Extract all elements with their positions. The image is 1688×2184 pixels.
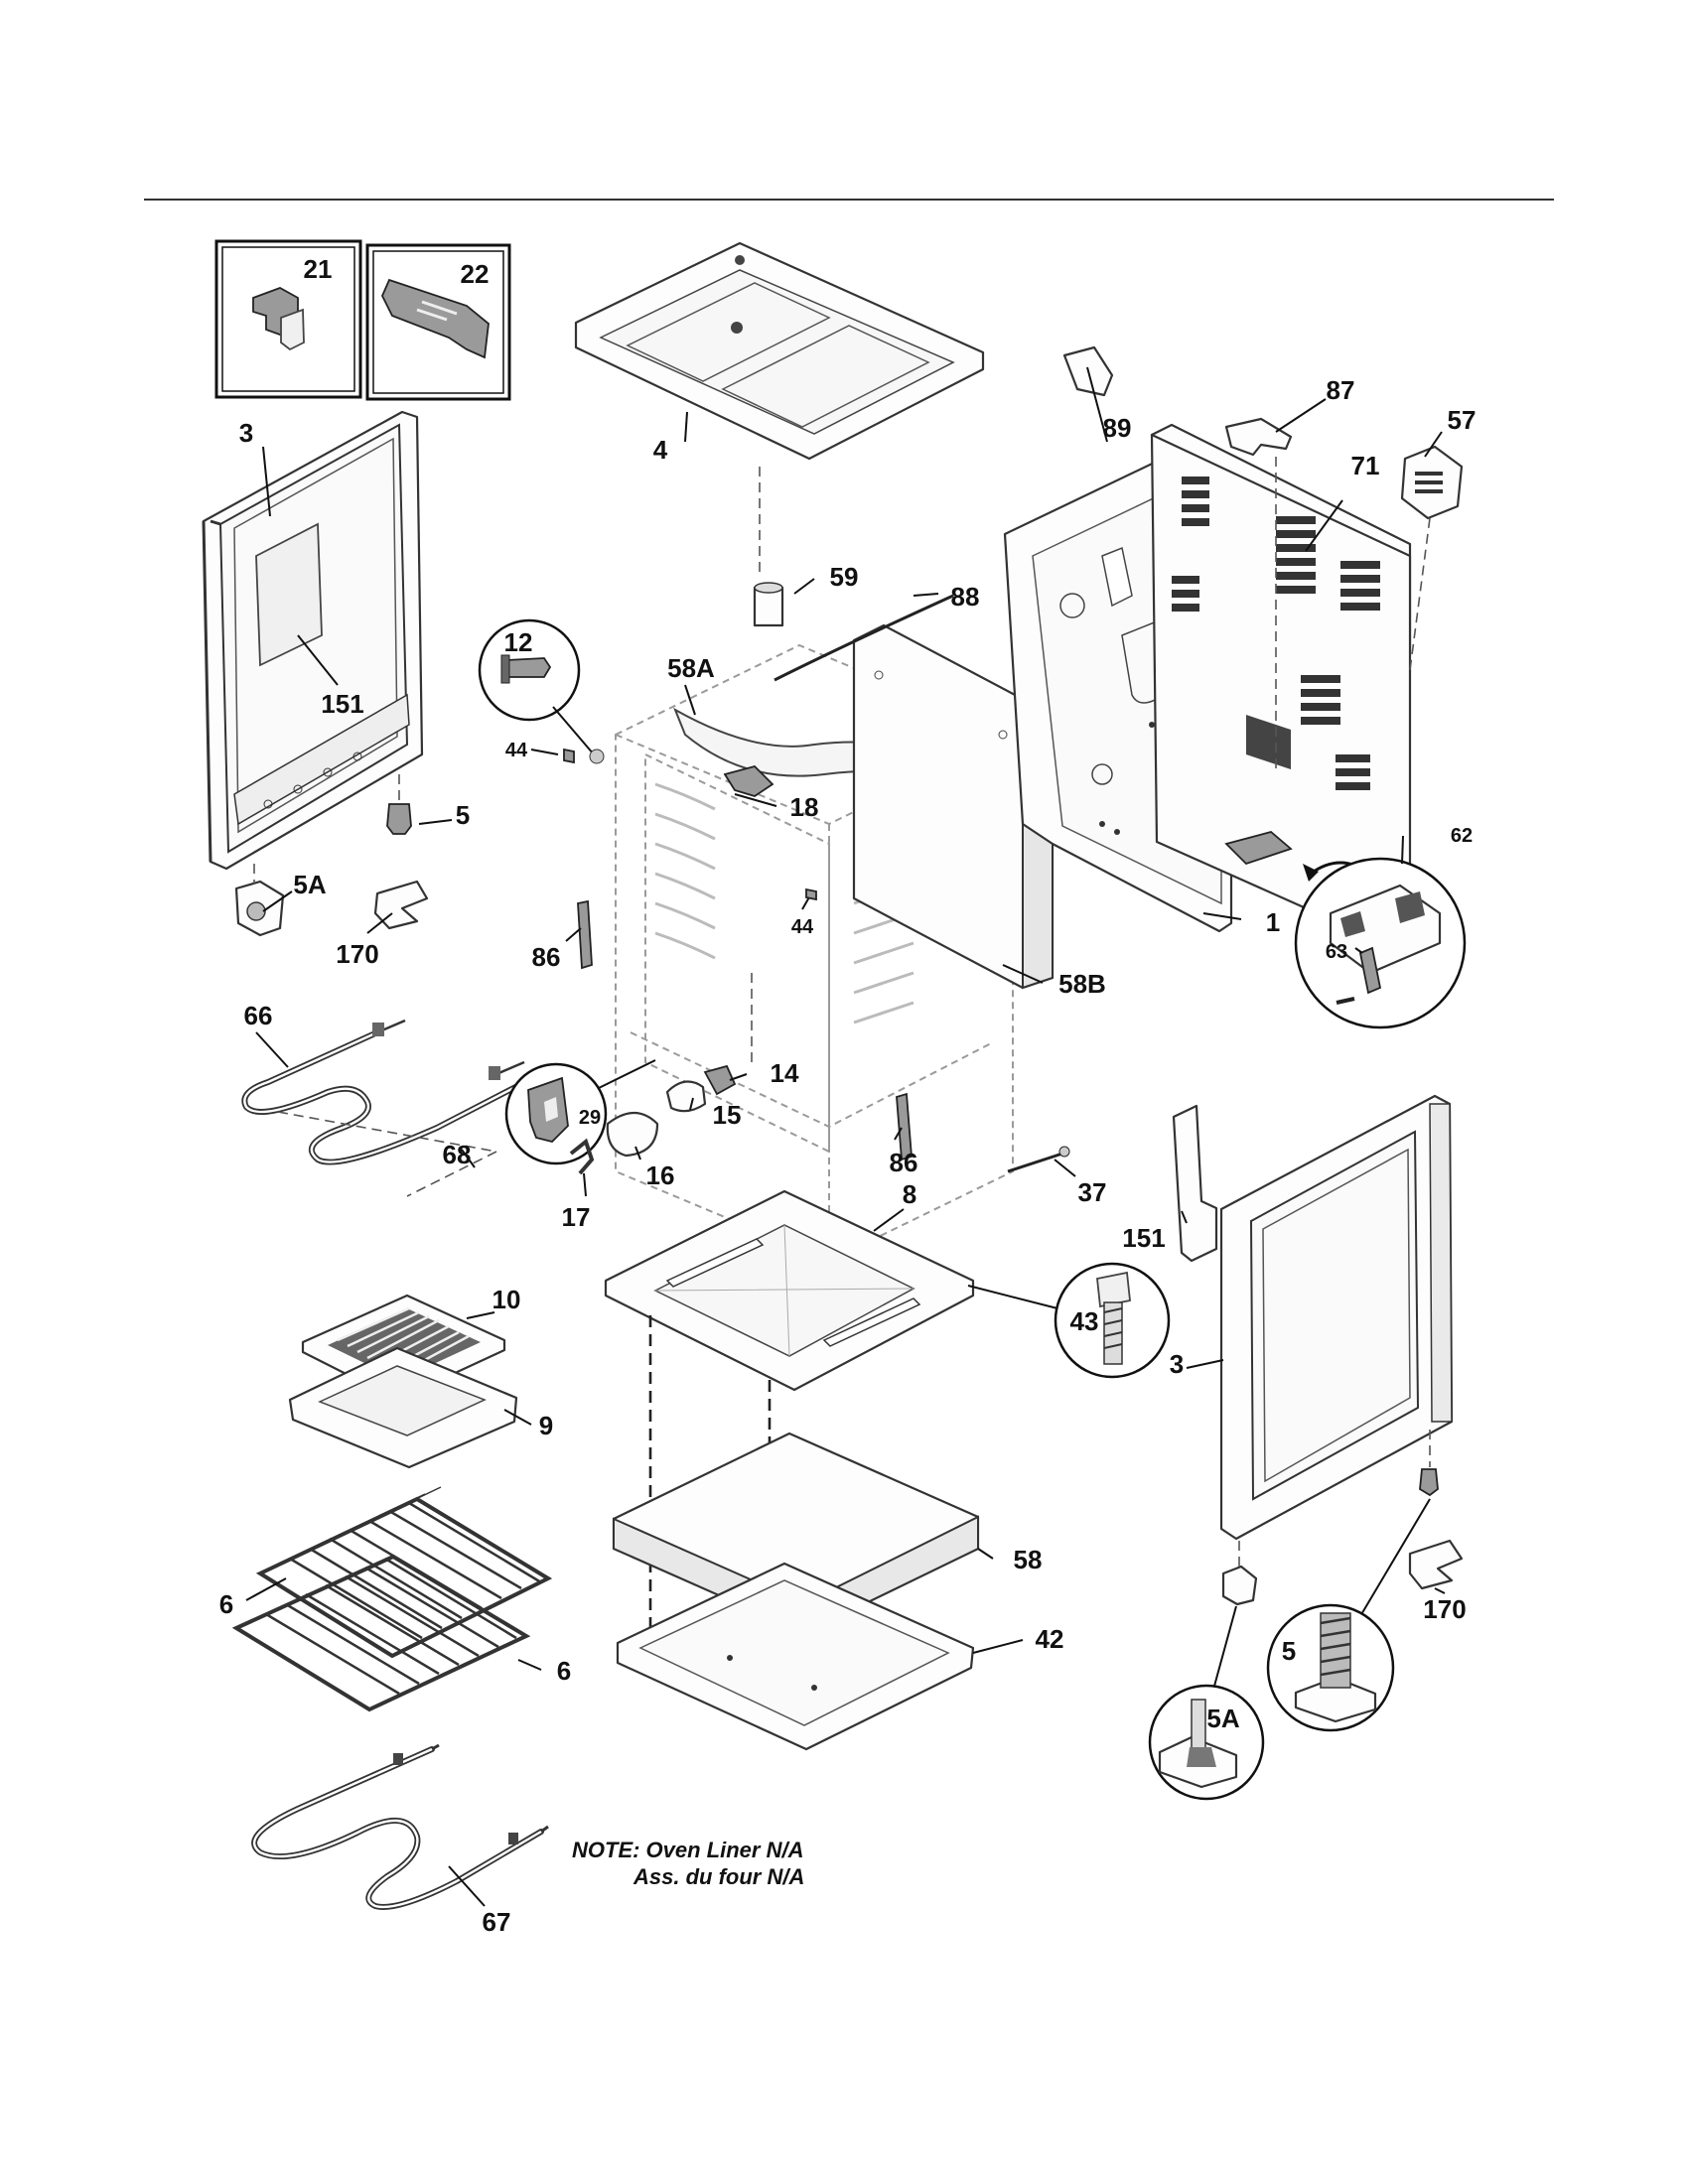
- part-43-screw: [1096, 1271, 1131, 1308]
- label-part-89: 89: [1103, 413, 1132, 443]
- part-8-bottom-panel: [604, 1189, 975, 1392]
- part-170-leg-bracket-right: [1408, 1539, 1464, 1590]
- part-18-latch: [723, 764, 774, 797]
- label-part-12: 12: [504, 627, 533, 657]
- label-part-44-a: 44: [505, 740, 528, 761]
- label-part-5-left: 5: [456, 800, 470, 830]
- note-line-1: NOTE: Oven Liner N/A: [572, 1838, 803, 1862]
- part-14-lamp-socket: [703, 1064, 737, 1096]
- label-part-86-left: 86: [532, 942, 561, 972]
- part-44-screw-b: [805, 887, 817, 901]
- label-part-87: 87: [1327, 375, 1355, 405]
- label-part-58A: 58A: [667, 653, 715, 683]
- part-63-clip: [1358, 946, 1382, 995]
- part-9-broiler-pan: [288, 1346, 518, 1469]
- part-44-screw-a: [563, 748, 575, 764]
- label-part-6-lower: 6: [557, 1656, 571, 1686]
- label-part-62: 62: [1451, 825, 1473, 847]
- label-part-67: 67: [483, 1907, 511, 1937]
- label-part-170-left: 170: [336, 939, 378, 969]
- label-part-3-left: 3: [239, 418, 253, 448]
- label-part-6-upper: 6: [219, 1589, 233, 1619]
- label-part-8: 8: [903, 1179, 916, 1209]
- part-37-wire: [1007, 1152, 1063, 1173]
- label-part-57: 57: [1448, 405, 1477, 435]
- label-part-21: 21: [304, 254, 333, 284]
- part-5-leveling-leg-left: [386, 803, 412, 835]
- label-part-42: 42: [1036, 1624, 1064, 1654]
- label-part-14: 14: [771, 1058, 799, 1088]
- part-42-bottom-tray: [616, 1562, 975, 1751]
- label-part-59: 59: [830, 562, 859, 592]
- label-part-16: 16: [646, 1160, 675, 1190]
- label-part-10: 10: [492, 1285, 521, 1314]
- label-part-37: 37: [1078, 1177, 1107, 1207]
- label-part-151-right: 151: [1122, 1223, 1165, 1253]
- part-5A-bracket-right: [1221, 1565, 1258, 1606]
- label-part-43: 43: [1070, 1306, 1099, 1336]
- part-86-sensor-right: [896, 1092, 913, 1161]
- part-labels: 21 22 3 151 5 5A 170 66 68 4 12 58A 44 1…: [219, 254, 1477, 1937]
- label-part-170-right: 170: [1423, 1594, 1466, 1624]
- leader-lines: [245, 366, 1446, 1907]
- part-66-broil-element: [241, 1019, 525, 1165]
- part-16-lamp-cover: [606, 1111, 659, 1158]
- label-part-1: 1: [1266, 907, 1280, 937]
- part-151-bracket-right: [1172, 1104, 1218, 1263]
- label-part-3-right: 3: [1170, 1349, 1184, 1379]
- part-88-wire: [774, 594, 954, 682]
- part-5-leveling-leg-right: [1419, 1468, 1439, 1497]
- label-part-9: 9: [539, 1411, 553, 1440]
- inset-21: [214, 239, 362, 399]
- label-part-22: 22: [461, 259, 490, 289]
- label-part-5A-left: 5A: [293, 870, 326, 899]
- label-part-63: 63: [1326, 941, 1347, 963]
- part-3-left-side-panel: [202, 410, 424, 871]
- part-58A-oven-cavity: [615, 643, 1014, 1263]
- label-part-71: 71: [1351, 451, 1380, 480]
- label-part-5A-right: 5A: [1206, 1704, 1239, 1733]
- label-part-58: 58: [1014, 1545, 1043, 1574]
- label-part-5-right: 5: [1282, 1636, 1296, 1666]
- label-part-17: 17: [562, 1202, 591, 1232]
- part-6-oven-rack-lower: [231, 1554, 531, 1712]
- label-part-68: 68: [443, 1140, 472, 1169]
- note-line-2: Ass. du four N/A: [633, 1864, 804, 1889]
- part-17-clip: [569, 1138, 595, 1175]
- label-part-58B: 58B: [1058, 969, 1106, 999]
- part-3-right-side-panel: [1219, 1094, 1454, 1541]
- label-part-44-b: 44: [791, 916, 814, 938]
- part-67-bake-element: [251, 1743, 549, 1910]
- part-22-bracket: [381, 278, 490, 359]
- part-87-clip: [1224, 417, 1293, 457]
- label-part-15: 15: [713, 1100, 742, 1130]
- label-part-86-right: 86: [890, 1148, 918, 1177]
- part-12-terminal: [505, 657, 552, 678]
- part-71-rear-panel: [1150, 423, 1412, 950]
- part-86-sensor-left: [577, 899, 593, 970]
- label-part-29: 29: [579, 1107, 601, 1129]
- label-part-88: 88: [951, 582, 980, 612]
- inset-22: [365, 243, 511, 401]
- part-4-top-panel: [574, 241, 985, 461]
- label-part-4: 4: [653, 435, 668, 465]
- label-part-151-left: 151: [321, 689, 363, 719]
- part-15-bulb: [665, 1080, 707, 1113]
- label-part-66: 66: [244, 1001, 273, 1030]
- part-68-dash-line: [277, 1111, 497, 1197]
- part-62-terminal-block: [1224, 831, 1293, 866]
- label-part-18: 18: [790, 792, 819, 822]
